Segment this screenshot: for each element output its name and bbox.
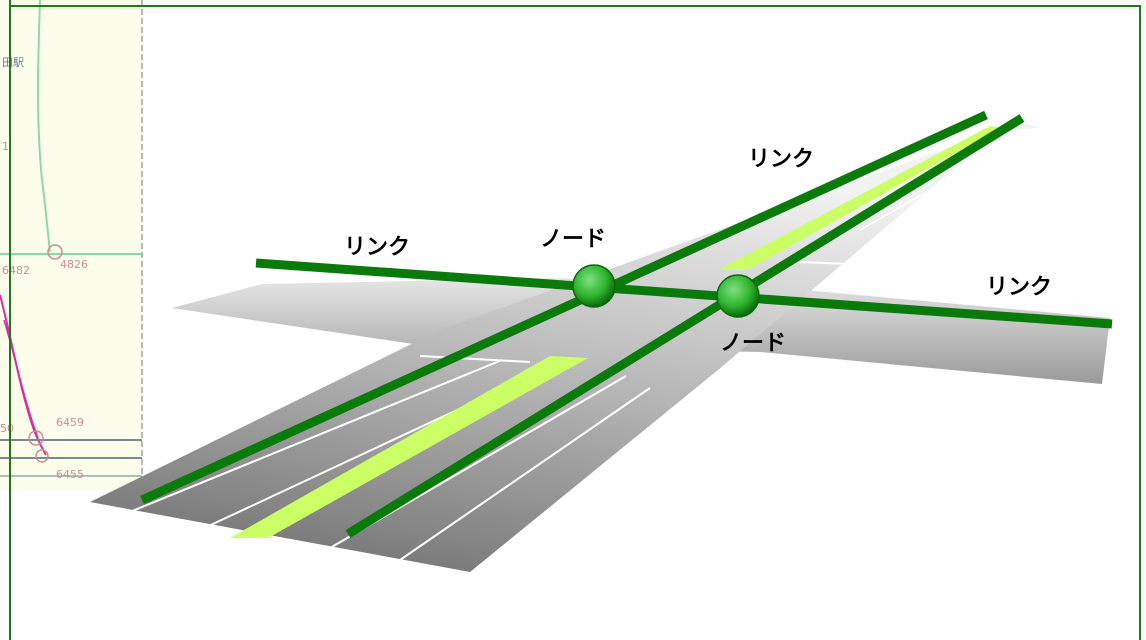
node-label-lower: ノード: [720, 331, 786, 356]
road-illustration: [90, 122, 1110, 572]
nodes: [572, 264, 760, 318]
link-label-upper: リンク: [748, 147, 814, 172]
map-route-magenta-2: [3, 319, 39, 439]
link-label-right: リンク: [986, 275, 1052, 300]
map-route-green: [37, 0, 51, 253]
map-station-label: 田駅: [2, 56, 24, 69]
lane-marking: [859, 149, 1001, 231]
map-number: 6455: [56, 468, 84, 481]
map-node-marker: [47, 244, 63, 260]
map-number: 6482: [2, 264, 30, 277]
link-lines: [140, 110, 1113, 538]
stop-line: [799, 261, 851, 265]
map-background: [0, 0, 142, 490]
map-number: 4826: [60, 258, 88, 271]
map-number: 6459: [56, 416, 84, 429]
node-lower: [716, 274, 760, 318]
node-label-upper: ノード: [540, 227, 606, 252]
lane-marking: [399, 387, 651, 561]
map-node-marker-3: [35, 449, 49, 463]
background-map: 田駅 1 6482 4826 6459 6455 50: [0, 0, 143, 490]
map-node-marker-2: [28, 430, 44, 446]
node-upper: [572, 264, 616, 308]
link-line-main-1: [140, 110, 988, 505]
lane-marking: [119, 359, 503, 517]
frame-top-right: [10, 5, 1141, 640]
link-label-left: リンク: [344, 235, 410, 260]
median-strip: [230, 356, 588, 538]
link-line-main-2: [345, 114, 1025, 538]
median-strip: [718, 126, 1000, 270]
stop-line: [419, 355, 531, 363]
map-number: 50: [0, 422, 14, 435]
link-line-cross: [255, 258, 1113, 329]
labels: リンク リンク ノード リンク ノード: [344, 147, 1052, 356]
map-route-magenta: [0, 294, 47, 456]
map-number: 1: [2, 140, 9, 153]
